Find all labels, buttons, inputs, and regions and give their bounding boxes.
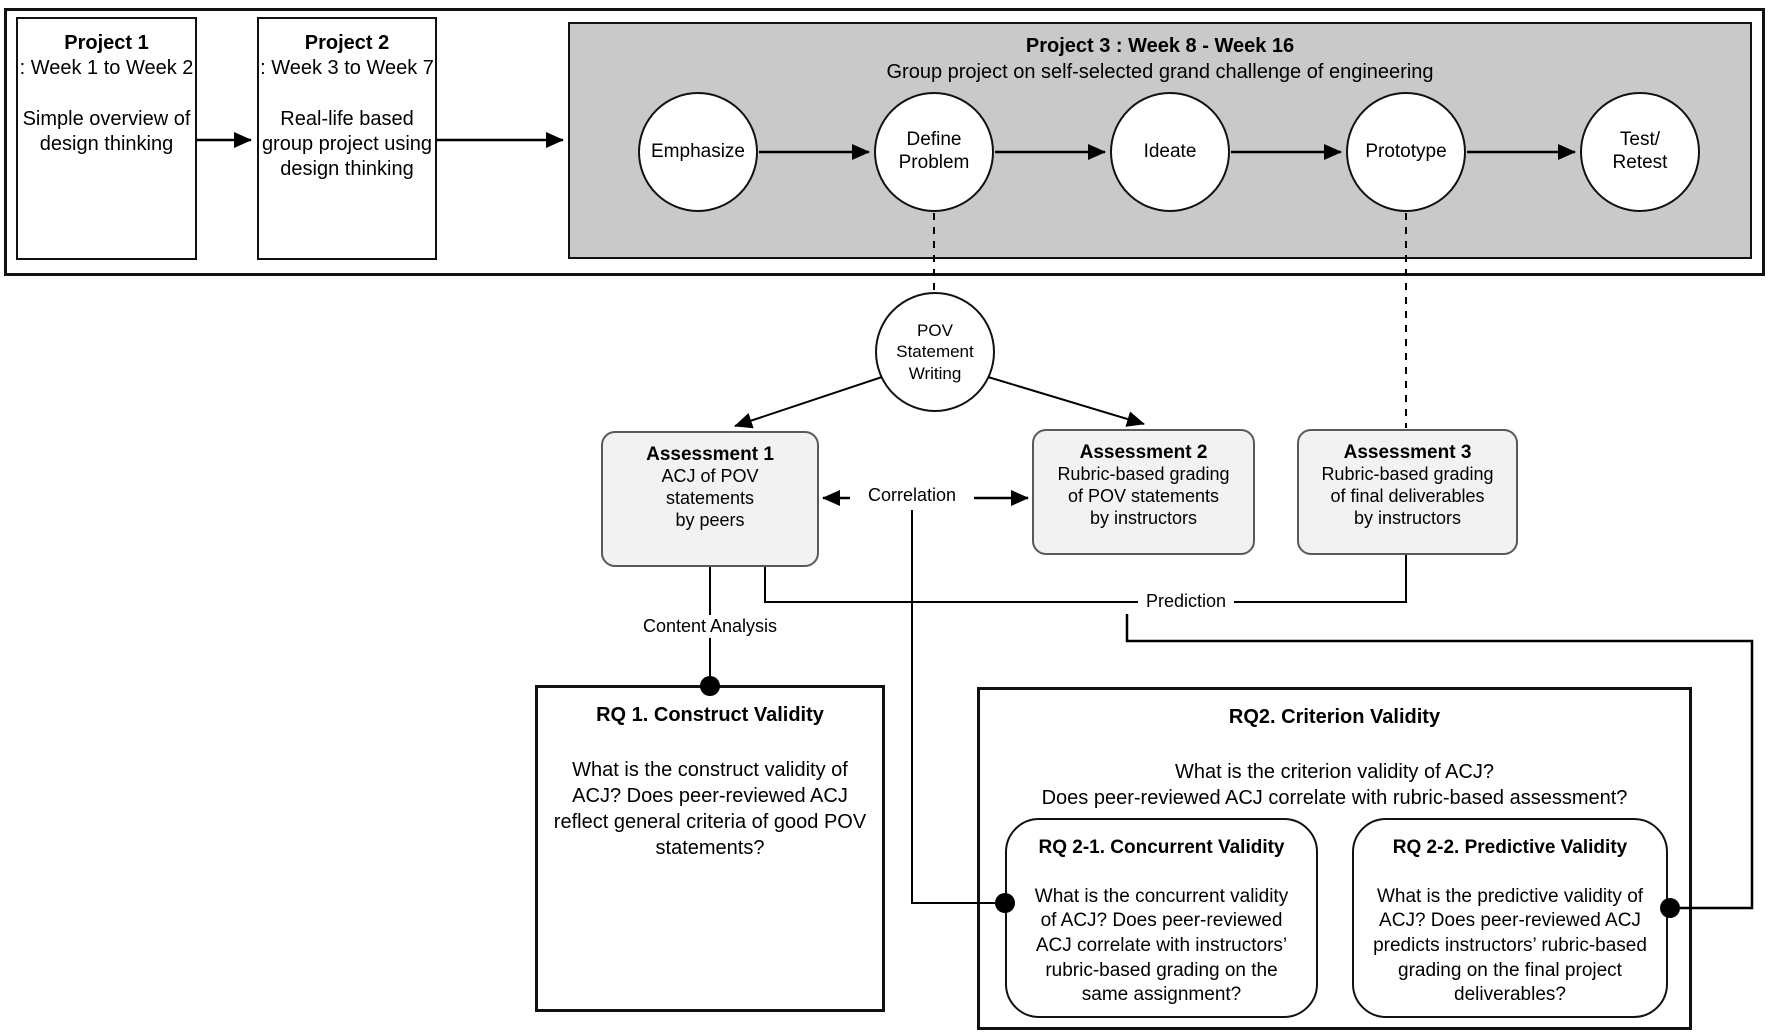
rq2-title: RQ2. Criterion Validity [1228,706,1441,728]
assessment1-description: ACJ of POV statements by peers [661,466,759,531]
step-circle-define-problem: Define Problem [874,92,994,212]
arrow-pov-to-assessment1 [734,376,883,429]
project3-subtitle: Group project on self-selected grand cha… [886,61,1434,83]
assessment3-box: Assessment 3 Rubric-based grading of fin… [1297,429,1518,555]
rq2-2-box: RQ 2-2. Predictive Validity What is the … [1352,818,1668,1018]
correlation-label: Correlation [850,484,974,507]
step-circle-test-retest: Test/ Retest [1580,92,1700,212]
prediction-label: Prediction [1138,590,1234,613]
project1-title: Project 1 [64,32,149,54]
rq2-2-title: RQ 2-2. Predictive Validity [1392,837,1628,858]
rq2-2-body: What is the predictive validity of ACJ? … [1373,885,1647,1006]
project1-weeks: : Week 1 to Week 2 [19,57,194,79]
rq1-title: RQ 1. Construct Validity [596,704,824,726]
rq1-box: RQ 1. Construct Validity What is the con… [535,685,885,1012]
assessment2-description: Rubric-based grading of POV statements b… [1057,464,1230,529]
project2-box: Project 2 : Week 3 to Week 7 Real-life b… [257,17,437,260]
assessment2-title: Assessment 2 [1079,442,1208,463]
step-circle-prototype: Prototype [1346,92,1466,212]
assessment1-box: Assessment 1 ACJ of POV statements by pe… [601,431,819,567]
assessment3-description: Rubric-based grading of final deliverabl… [1321,464,1494,529]
pov-statement-circle: POV Statement Writing [875,292,995,412]
assessment3-title: Assessment 3 [1343,442,1472,463]
step-circle-emphasize: Emphasize [638,92,758,212]
project2-description: Real-life based group project using desi… [261,108,433,180]
rq2-body: What is the criterion validity of ACJ? D… [1041,761,1628,809]
assessment1-title: Assessment 1 [646,444,774,465]
project1-box: Project 1 : Week 1 to Week 2 Simple over… [16,17,197,260]
rq2-1-box: RQ 2-1. Concurrent Validity What is the … [1005,818,1318,1018]
content-analysis-label: Content Analysis [628,615,792,638]
arrow-pov-to-assessment2 [987,376,1145,427]
rq2-1-body: What is the concurrent validity of ACJ? … [1034,885,1289,1006]
rq1-body: What is the construct validity of ACJ? D… [553,759,867,859]
project1-description: Simple overview of design thinking [22,108,191,155]
rq2-1-title: RQ 2-1. Concurrent Validity [1038,837,1285,858]
project2-weeks: : Week 3 to Week 7 [260,57,434,79]
step-circle-ideate: Ideate [1110,92,1230,212]
assessment2-box: Assessment 2 Rubric-based grading of POV… [1032,429,1255,555]
project3-title: Project 3 : Week 8 - Week 16 [1025,35,1295,57]
project2-title: Project 2 [304,32,390,54]
